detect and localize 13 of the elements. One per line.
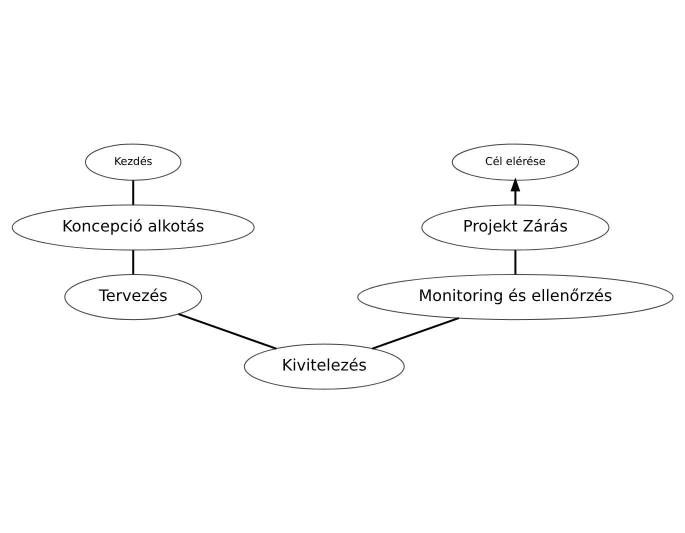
connector [178, 313, 277, 350]
node-ellipse: Cél elérése [452, 144, 580, 181]
node-ellipse: Kezdés [85, 144, 182, 181]
node-ellipse: Projekt Zárás [421, 204, 610, 251]
connector [372, 317, 460, 350]
connector [132, 250, 134, 274]
connector [132, 180, 134, 205]
node-ellipse: Koncepció alkotás [12, 204, 255, 251]
connector [514, 250, 516, 274]
node-ellipse: Kivitelezés [244, 344, 405, 390]
node-ellipse: Monitoring és ellenőrzés [357, 274, 674, 320]
node-ellipse: Tervezés [64, 274, 202, 320]
arrow [510, 177, 520, 205]
